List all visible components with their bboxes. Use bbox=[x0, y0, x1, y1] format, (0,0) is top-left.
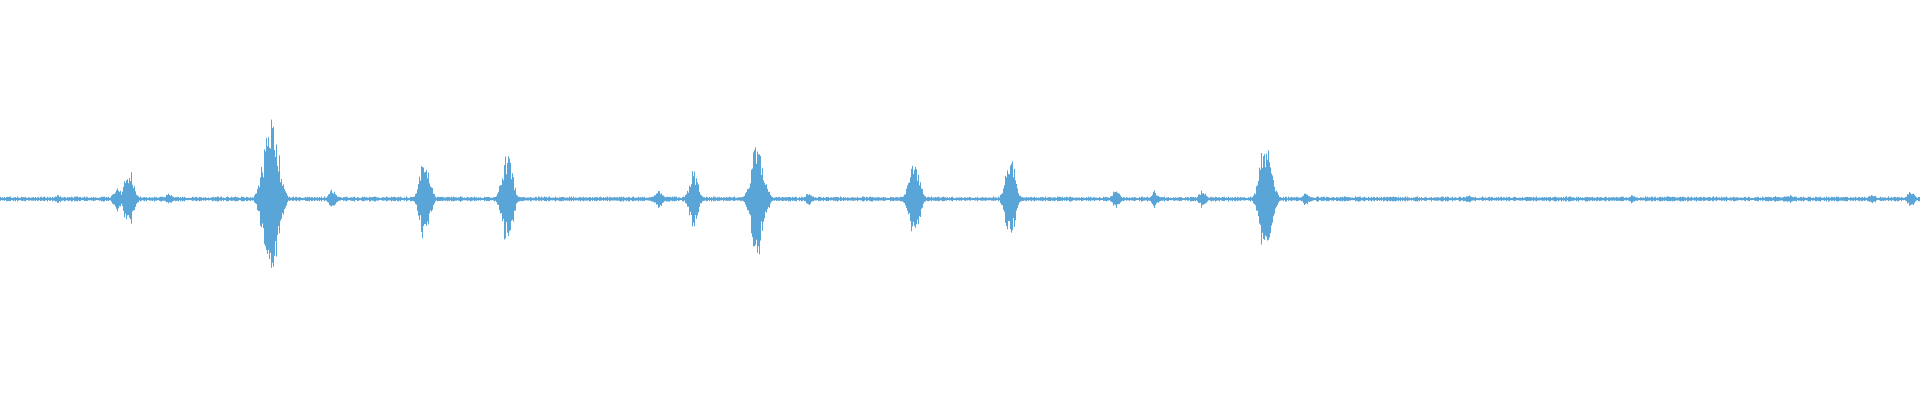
waveform-samples bbox=[0, 119, 1920, 268]
